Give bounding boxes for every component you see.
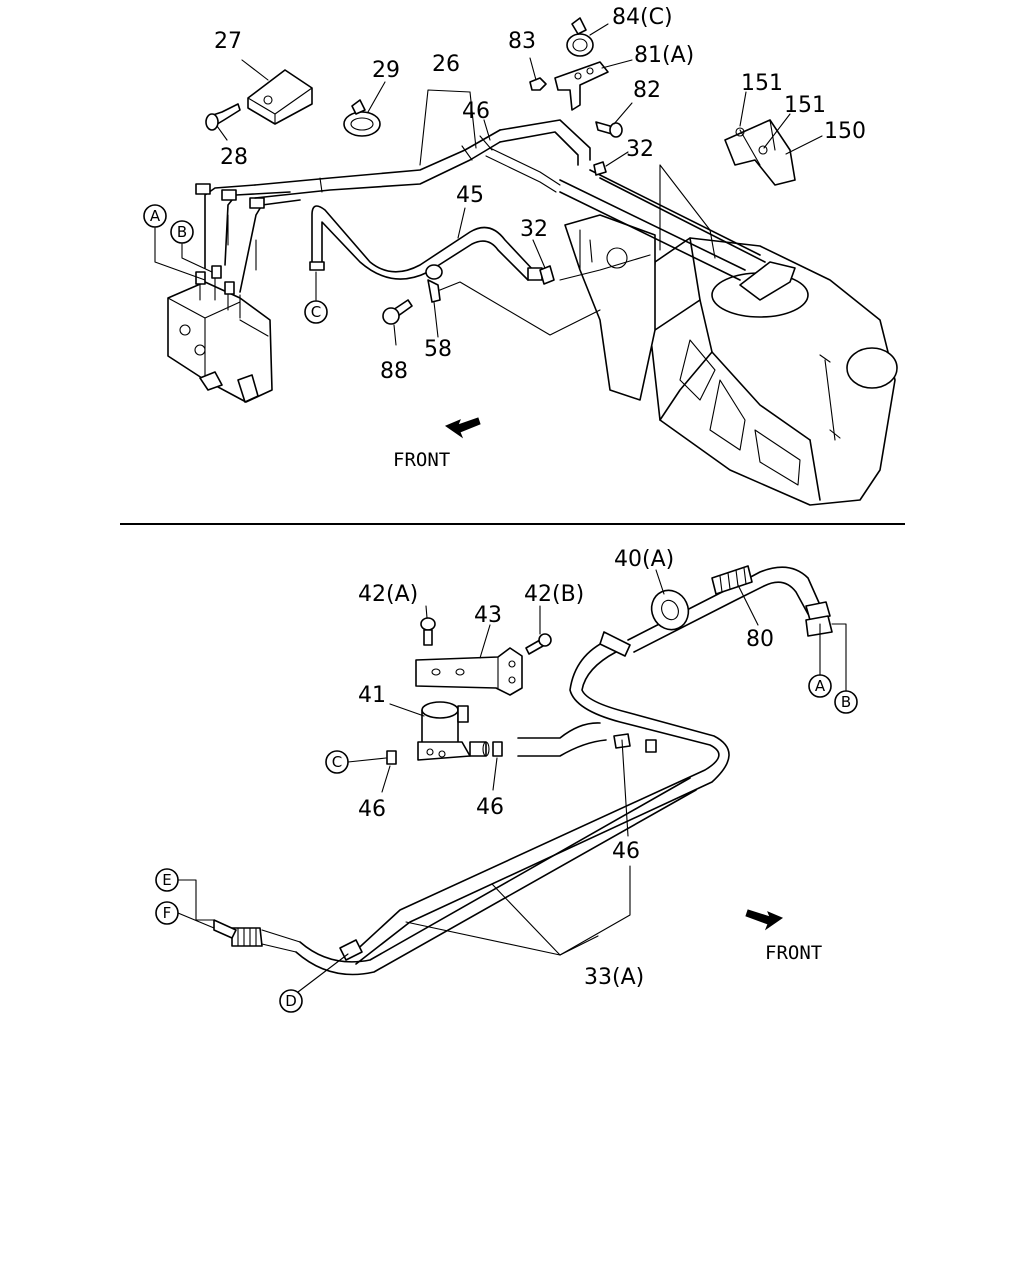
valve-pipes xyxy=(195,183,301,293)
bolt-42a xyxy=(420,617,436,646)
label-46-top: 46 xyxy=(462,99,490,124)
callout-c-top: C xyxy=(304,300,328,324)
hose-upper-right xyxy=(627,565,833,653)
top-assembly: 27 28 29 26 46 83 84(C) 81(A) 82 32 151 … xyxy=(143,5,898,506)
label-27: 27 xyxy=(214,29,242,54)
bottom-leaders xyxy=(177,569,847,993)
label-82: 82 xyxy=(633,78,661,103)
callout-b-top-text: B xyxy=(177,223,187,241)
label-88: 88 xyxy=(380,359,408,384)
bolt-82 xyxy=(595,121,623,138)
label-40a: 40(A) xyxy=(614,547,674,572)
callout-c-top-text: C xyxy=(311,303,321,321)
label-43: 43 xyxy=(474,603,502,628)
label-80: 80 xyxy=(746,627,774,652)
label-46-right: 46 xyxy=(612,839,640,864)
left-fitting xyxy=(213,919,301,953)
clamp-58 xyxy=(425,264,601,336)
grommet-40a xyxy=(650,589,690,631)
fuel-tank xyxy=(649,237,898,506)
valve-block xyxy=(167,265,273,403)
solenoid-41 xyxy=(417,701,490,761)
callout-f-bottom-text: F xyxy=(163,904,172,922)
label-45: 45 xyxy=(456,183,484,208)
label-84c: 84(C) xyxy=(612,5,673,30)
front-arrow-bottom: FRONT xyxy=(745,909,822,964)
bolt-42b xyxy=(525,633,552,655)
label-26: 26 xyxy=(432,52,460,77)
top-leaders xyxy=(154,23,823,346)
callout-d-bottom: D xyxy=(279,989,303,1013)
clamp-27 xyxy=(247,69,313,125)
callout-a-top: A xyxy=(143,204,167,228)
callout-f-bottom: F xyxy=(155,901,179,925)
callout-c-bottom-text: C xyxy=(332,753,342,771)
callout-a-top-text: A xyxy=(150,207,161,225)
clip-46-mid xyxy=(492,741,503,757)
clamp-84c xyxy=(566,17,594,57)
label-58: 58 xyxy=(424,337,452,362)
label-42b: 42(B) xyxy=(524,582,584,607)
clip-46-left xyxy=(386,750,397,765)
callout-b-top: B xyxy=(170,220,194,244)
front-label-top: FRONT xyxy=(393,449,450,471)
clip-32 xyxy=(539,161,607,285)
bracket-43 xyxy=(415,647,523,696)
callout-d-bottom-text: D xyxy=(285,992,297,1010)
label-46-left: 46 xyxy=(358,797,386,822)
callout-c-bottom: C xyxy=(325,750,349,774)
callout-e-bottom-text: E xyxy=(162,871,171,889)
nut-83 xyxy=(529,77,547,91)
label-150: 150 xyxy=(824,119,866,144)
label-83: 83 xyxy=(508,29,536,54)
front-arrow-top: FRONT xyxy=(393,417,481,471)
label-32-lower: 32 xyxy=(520,217,548,242)
bolt-28 xyxy=(205,103,241,131)
label-151-left: 151 xyxy=(741,71,783,96)
tank-pipes xyxy=(559,169,766,281)
hose-stub xyxy=(517,722,607,757)
label-32-upper: 32 xyxy=(626,137,654,162)
frame-bracket xyxy=(564,164,716,401)
label-81a: 81(A) xyxy=(634,43,694,68)
label-41: 41 xyxy=(358,683,386,708)
bracket-81a xyxy=(554,61,609,111)
clamp-29 xyxy=(343,99,381,137)
label-46-mid: 46 xyxy=(476,795,504,820)
guard-150 xyxy=(724,119,796,186)
callout-a-bottom: A xyxy=(808,674,832,698)
label-28: 28 xyxy=(220,145,248,170)
callout-e-bottom: E xyxy=(155,868,179,892)
bottom-assembly: 42(A) 43 42(B) 40(A) 80 41 46 46 46 33(A… xyxy=(155,547,858,1013)
bolt-88 xyxy=(382,299,413,325)
label-151-right: 151 xyxy=(784,93,826,118)
label-42a: 42(A) xyxy=(358,582,418,607)
label-33a: 33(A) xyxy=(584,965,644,990)
pipe-33a xyxy=(295,631,730,976)
label-29: 29 xyxy=(372,58,400,83)
callout-a-bottom-text: A xyxy=(815,677,826,695)
front-label-bottom: FRONT xyxy=(765,942,822,964)
hose-26 xyxy=(254,119,591,199)
callout-b-bottom-text: B xyxy=(841,693,851,711)
callout-b-bottom: B xyxy=(834,690,858,714)
